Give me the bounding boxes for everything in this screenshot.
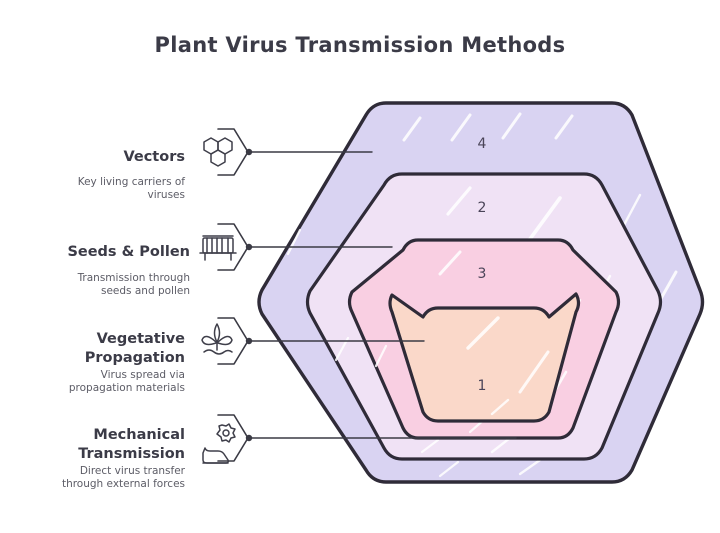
sprout-icon <box>201 323 233 355</box>
seeds-pollen-label: Seeds & Pollen <box>67 244 190 260</box>
hexagon-streaks-1 <box>466 316 550 416</box>
hexagon-molecule-icon <box>203 137 233 167</box>
mechanical-transmission-description-line2: through external forces <box>62 478 185 490</box>
seed-tray-icon <box>199 235 237 261</box>
mechanical-transmission-label-line1: Mechanical <box>93 427 185 443</box>
page-title: Plant Virus Transmission Methods <box>155 33 566 57</box>
legend-item-mechanical-transmission[interactable]: Mechanical Transmission Direct virus tra… <box>62 414 517 490</box>
mechanical-transmission-label-line2: Transmission <box>78 446 185 462</box>
vectors-description-line2: viruses <box>147 189 185 201</box>
vectors-label: Vectors <box>123 149 185 165</box>
vegetative-propagation-bracket <box>217 317 253 365</box>
hexagon-layer-1[interactable]: 1 <box>388 292 581 423</box>
hexagon-number-4: 4 <box>478 136 487 152</box>
mechanical-transmission-bracket <box>217 414 253 462</box>
vegetative-propagation-label-line1: Vegetative <box>97 331 186 347</box>
hexagon-number-3: 3 <box>478 266 487 282</box>
vegetative-propagation-description-line2: propagation materials <box>69 382 185 394</box>
legend-item-seeds-pollen[interactable]: Seeds & Pollen Transmission through seed… <box>67 223 393 297</box>
nested-hexagon-group: 4 2 3 <box>257 101 705 484</box>
mechanical-transmission-node <box>245 434 253 442</box>
hexagon-shape-1 <box>388 292 581 423</box>
seeds-pollen-description-line1: Transmission through <box>77 272 190 284</box>
legend-item-vectors[interactable]: Vectors Key living carriers of viruses <box>78 128 373 201</box>
mechanical-transmission-description-line1: Direct virus transfer <box>80 465 186 477</box>
hexagon-number-1: 1 <box>478 378 487 394</box>
vectors-bracket <box>217 128 253 176</box>
hexagon-number-2: 2 <box>478 200 487 216</box>
seeds-pollen-node <box>245 243 253 251</box>
vegetative-propagation-label-line2: Propagation <box>85 350 185 366</box>
legend-item-vegetative-propagation[interactable]: Vegetative Propagation Virus spread via … <box>69 317 425 394</box>
vectors-description-line1: Key living carriers of <box>78 176 186 188</box>
gear-boot-icon <box>202 423 236 464</box>
seeds-pollen-bracket <box>217 223 253 271</box>
vegetative-propagation-node <box>245 337 253 345</box>
seeds-pollen-description-line2: seeds and pollen <box>101 285 190 297</box>
vectors-node <box>245 148 253 156</box>
vegetative-propagation-description-line1: Virus spread via <box>101 369 185 381</box>
